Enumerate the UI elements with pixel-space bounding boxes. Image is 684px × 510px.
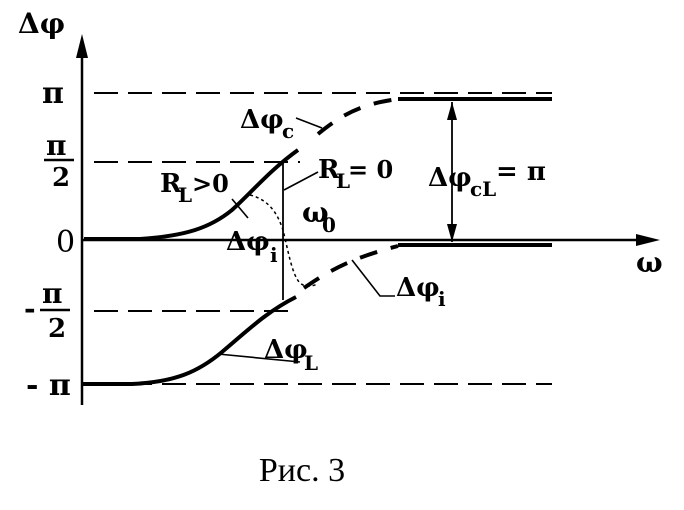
y-axis-arrow-icon: [76, 34, 88, 58]
tick-zero: 0: [56, 225, 75, 260]
label-rl-gt-rest: >0: [192, 169, 229, 198]
leader-dphi-l: [217, 353, 301, 363]
y-axis-label: Δφ: [18, 7, 65, 40]
label-omega0: ω: [302, 196, 329, 229]
curve-lower-solid: [82, 295, 297, 386]
tick-neg-half-pi-num: π: [42, 277, 63, 310]
tick-neg-pi: - π: [26, 368, 71, 403]
label-dphi-cl-rest: = π: [496, 157, 546, 187]
curve-lower-dashed: [302, 244, 399, 290]
leader-dphi-c: [295, 117, 323, 129]
figure-caption: Рис. 3: [258, 452, 346, 489]
tick-pi: π: [42, 76, 64, 111]
label-rl-gt: R: [160, 169, 182, 199]
curve-rl-zero-dotted: [249, 194, 319, 287]
label-dphi-cl: Δφ: [428, 163, 472, 193]
tick-half-pi-den: 2: [52, 163, 70, 193]
tick-neg-half-pi-sign: -: [24, 292, 36, 325]
leader-dphi-i-right: [351, 259, 395, 297]
x-axis-arrow-icon: [636, 234, 660, 246]
curve-upper-solid: [84, 148, 300, 241]
dphi-cl-arrow-bottom-icon: [447, 224, 457, 242]
label-rl-gt-sub: L: [178, 183, 192, 207]
label-dphi-c: Δφ: [240, 105, 284, 135]
label-dphi-i-right: Δφ: [396, 273, 440, 303]
curve-upper-dashed: [316, 97, 399, 136]
label-dphi-i-right-sub: i: [438, 287, 446, 311]
x-axis-label: ω: [636, 246, 663, 279]
tick-neg-half-pi-den: 2: [48, 314, 66, 344]
tick-half-pi-num: π: [46, 129, 67, 162]
label-rl-eq-rest: = 0: [348, 155, 393, 184]
leader-rl-gt: [231, 198, 249, 219]
label-omega0-sub: 0: [322, 213, 336, 237]
label-dphi-i-left-sub: i: [270, 243, 278, 267]
leader-rl-eq: [283, 171, 319, 191]
label-dphi-l-sub: L: [304, 351, 318, 375]
label-dphi-c-sub: c: [282, 119, 294, 143]
label-dphi-l: Δφ: [264, 335, 308, 365]
label-dphi-cl-sub: cL: [470, 177, 496, 201]
label-rl-eq: R: [318, 155, 340, 185]
dphi-cl-arrow-top-icon: [447, 102, 457, 120]
label-rl-eq-sub: L: [336, 169, 350, 193]
label-dphi-i-left: Δφ: [226, 227, 270, 257]
